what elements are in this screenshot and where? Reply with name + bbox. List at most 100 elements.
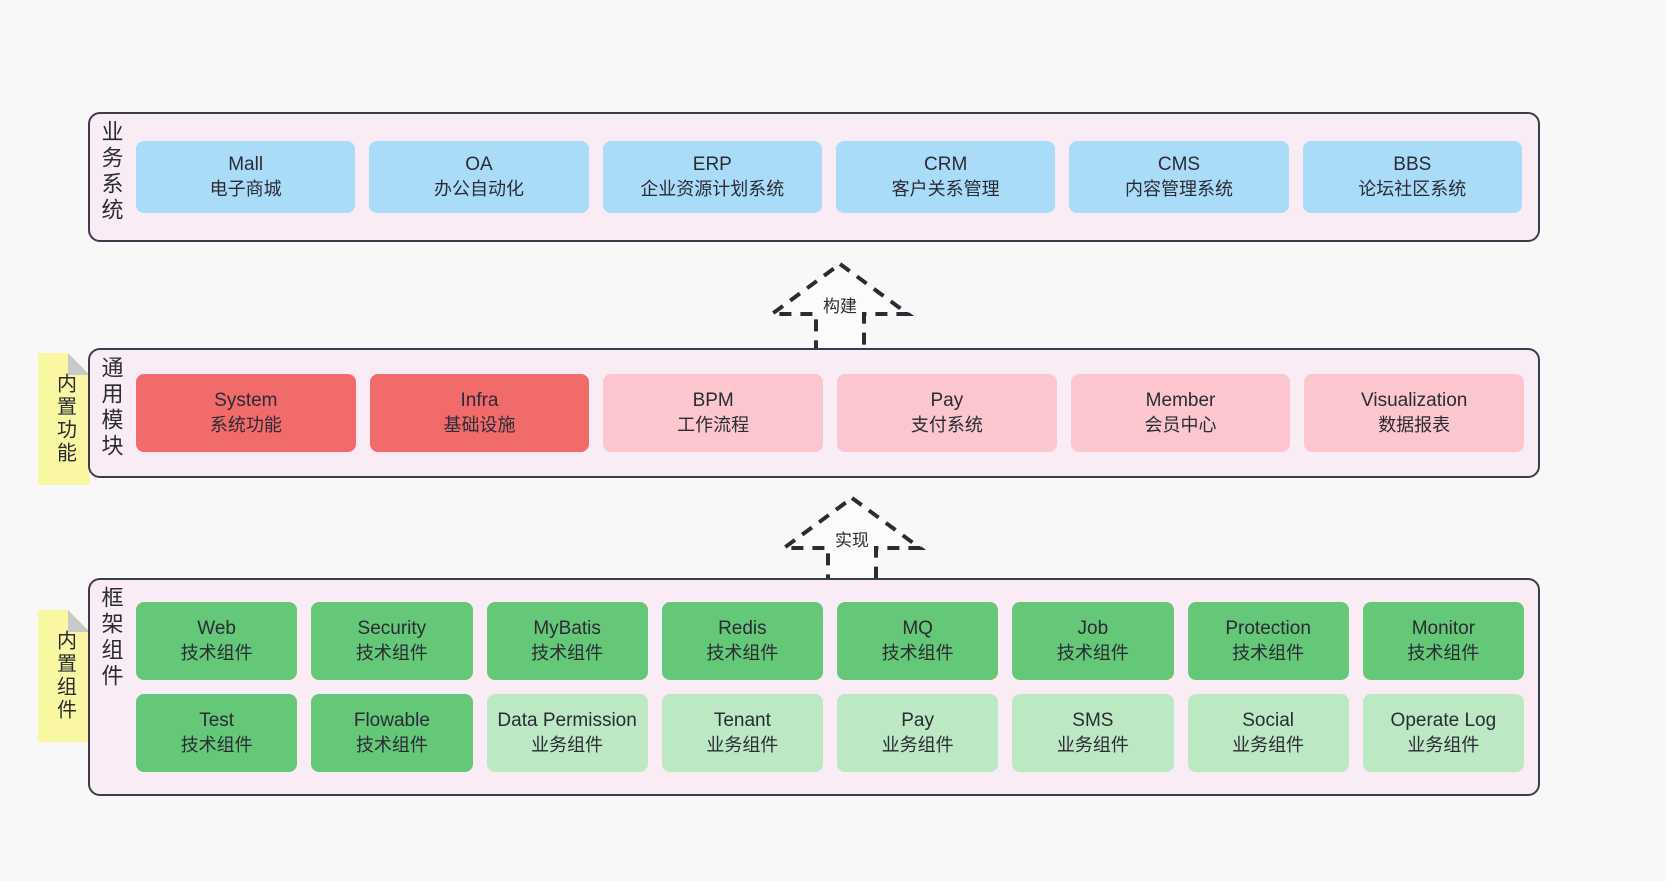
sticky-note-builtin-features-text: 内置功能 (53, 373, 76, 465)
cell-subtitle: 系统功能 (209, 414, 282, 435)
cell-title: OA (465, 154, 493, 176)
cell-subtitle: 业务组件 (881, 734, 954, 755)
cell-subtitle: 技术组件 (1407, 642, 1480, 663)
cell-title: Mall (228, 154, 264, 176)
cell-title: CRM (924, 154, 968, 176)
cell-title: System (214, 390, 278, 412)
cell-title: MQ (902, 618, 933, 640)
cell-title: Pay (901, 710, 934, 732)
cell-subtitle: 技术组件 (531, 642, 604, 663)
cell-subtitle: 企业资源计划系统 (640, 178, 785, 199)
build-arrow-shape (765, 261, 915, 352)
cell-title: Monitor (1411, 618, 1476, 640)
cell-subtitle: 办公自动化 (433, 178, 524, 199)
cell-subtitle: 业务组件 (706, 734, 779, 755)
cell-title: Web (197, 618, 236, 640)
cell-title: MyBatis (533, 618, 601, 640)
cell-title: Infra (460, 390, 499, 412)
cell-title: Social (1242, 710, 1294, 732)
layer-business-title-text: 业务系统 (98, 120, 124, 224)
build-arrow: 构建 (760, 258, 920, 354)
layer-framework-title-text: 框架组件 (98, 586, 124, 690)
cell-title: Member (1145, 390, 1216, 412)
implement-arrow-shape (777, 495, 927, 586)
cell-subtitle: 技术组件 (355, 642, 428, 663)
cell-subtitle: 技术组件 (355, 734, 428, 755)
cell-title: BPM (692, 390, 734, 412)
cell-subtitle: 内容管理系统 (1124, 178, 1233, 199)
sticky-note-builtin-components-text: 内置组件 (53, 630, 76, 722)
cell-subtitle: 电子商城 (209, 178, 282, 199)
cell-subtitle: 技术组件 (1056, 642, 1129, 663)
cell-subtitle: 工作流程 (677, 414, 750, 435)
cell-subtitle: 技术组件 (881, 642, 954, 663)
cell-title: CMS (1157, 154, 1201, 176)
layer-framework-title: 框架组件 (90, 580, 132, 794)
cell-title: Security (357, 618, 427, 640)
cell-title: Operate Log (1390, 710, 1497, 732)
sticky-note-builtin-features: 内置功能 (38, 353, 90, 485)
cell-title: Visualization (1361, 390, 1468, 412)
cell-subtitle: 数据报表 (1378, 414, 1451, 435)
cell-subtitle: 业务组件 (1232, 734, 1305, 755)
cell-subtitle: 技术组件 (180, 734, 253, 755)
cell-subtitle: 技术组件 (180, 642, 253, 663)
cell-title: SMS (1072, 710, 1114, 732)
layer-business-title: 业务系统 (90, 114, 132, 240)
layer-modules-title: 通用模块 (90, 350, 132, 476)
implement-arrow: 实现 (772, 492, 932, 588)
layer-modules-title-text: 通用模块 (98, 356, 124, 460)
sticky-note-builtin-components: 内置组件 (38, 610, 90, 742)
cell-title: Redis (718, 618, 767, 640)
cell-subtitle: 基础设施 (443, 414, 516, 435)
cell-subtitle: 支付系统 (910, 414, 983, 435)
cell-subtitle: 业务组件 (531, 734, 604, 755)
cell-subtitle: 会员中心 (1144, 414, 1217, 435)
cell-title: ERP (692, 154, 732, 176)
cell-subtitle: 论坛社区系统 (1358, 178, 1467, 199)
cell-subtitle: 技术组件 (1232, 642, 1305, 663)
cell-title: Tenant (713, 710, 771, 732)
cell-title: Pay (930, 390, 964, 412)
sticky-fold-icon (68, 353, 90, 375)
cell-subtitle: 客户关系管理 (891, 178, 1000, 199)
cell-title: BBS (1393, 154, 1432, 176)
cell-title: Job (1077, 618, 1109, 640)
cell-subtitle: 业务组件 (1407, 734, 1480, 755)
